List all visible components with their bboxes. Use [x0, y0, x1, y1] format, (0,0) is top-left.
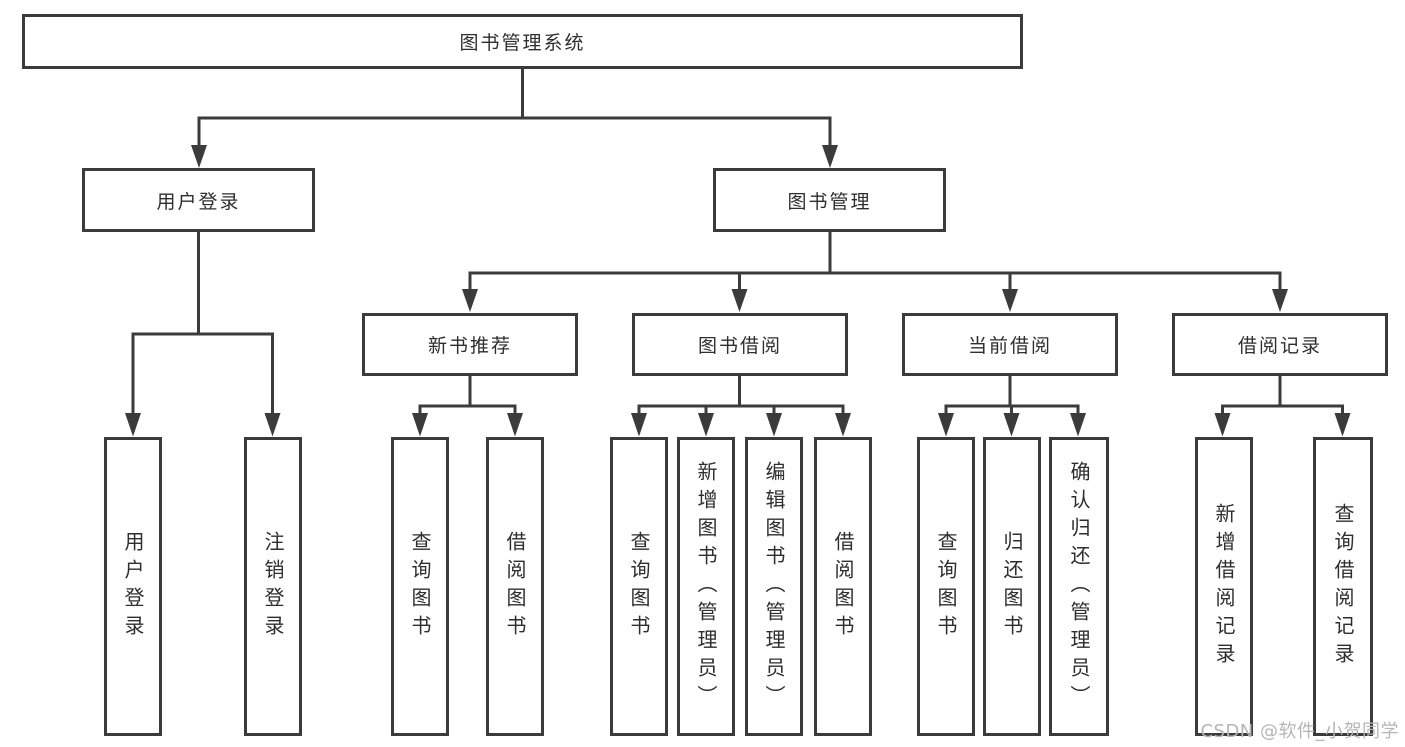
node-book-management-branch: 图书管理	[713, 168, 946, 232]
node-leaf-query-book-borrow: 查询图书	[610, 437, 668, 736]
arrow-down-icon	[125, 413, 141, 437]
arrow-down-icon	[631, 413, 647, 437]
node-leaf-query-book-recommend: 查询图书	[391, 437, 449, 736]
node-root-system: 图书管理系统	[22, 14, 1023, 69]
arrow-down-icon	[1002, 289, 1018, 312]
node-leaf-confirm-return-admin: 确认归还（管理员）	[1049, 437, 1109, 736]
arrow-down-icon	[1214, 413, 1231, 437]
node-borrow-records: 借阅记录	[1172, 313, 1388, 376]
arrow-down-icon	[1003, 413, 1020, 437]
connector-root-to-level2	[191, 67, 838, 168]
node-leaf-add-book-admin: 新增图书（管理员）	[677, 437, 735, 736]
connector-user-login-children	[125, 230, 281, 437]
arrow-down-icon	[264, 413, 281, 437]
arrow-down-icon	[766, 413, 782, 437]
node-leaf-borrow-book-recommend: 借阅图书	[486, 437, 544, 736]
watermark: CSDN @软件_小贺同学	[1200, 721, 1399, 742]
node-leaf-borrow-book: 借阅图书	[814, 437, 872, 736]
connector-book-management-children	[462, 230, 1288, 312]
arrow-down-icon	[507, 413, 523, 437]
arrow-down-icon	[462, 289, 478, 312]
arrow-down-icon	[1272, 289, 1288, 312]
arrow-down-icon	[938, 413, 954, 437]
node-user-login-branch: 用户登录	[82, 168, 315, 232]
node-leaf-logout: 注销登录	[244, 437, 302, 736]
arrow-down-icon	[412, 413, 428, 437]
arrow-down-icon	[1334, 413, 1351, 437]
node-new-book-recommend: 新书推荐	[362, 313, 578, 376]
node-leaf-edit-book-admin: 编辑图书（管理员）	[745, 437, 803, 736]
node-leaf-add-borrow-record: 新增借阅记录	[1195, 437, 1253, 736]
node-leaf-query-borrow-record: 查询借阅记录	[1313, 437, 1373, 736]
arrow-down-icon	[835, 413, 851, 437]
node-book-borrow: 图书借阅	[632, 313, 848, 376]
arrow-down-icon	[1070, 413, 1086, 437]
connector-new-book-recommend-children	[412, 374, 523, 437]
arrow-down-icon	[731, 289, 748, 312]
arrow-down-icon	[698, 413, 714, 437]
connector-current-borrow-children	[938, 374, 1086, 437]
connector-book-borrow-children	[631, 374, 851, 437]
arrow-down-icon	[191, 145, 207, 168]
node-leaf-return-book: 归还图书	[983, 437, 1041, 736]
node-leaf-user-login: 用户登录	[104, 437, 162, 736]
node-leaf-query-book-current: 查询图书	[917, 437, 975, 736]
arrow-down-icon	[822, 145, 838, 168]
connector-borrow-records-children	[1214, 374, 1351, 437]
node-current-borrow: 当前借阅	[902, 313, 1118, 376]
